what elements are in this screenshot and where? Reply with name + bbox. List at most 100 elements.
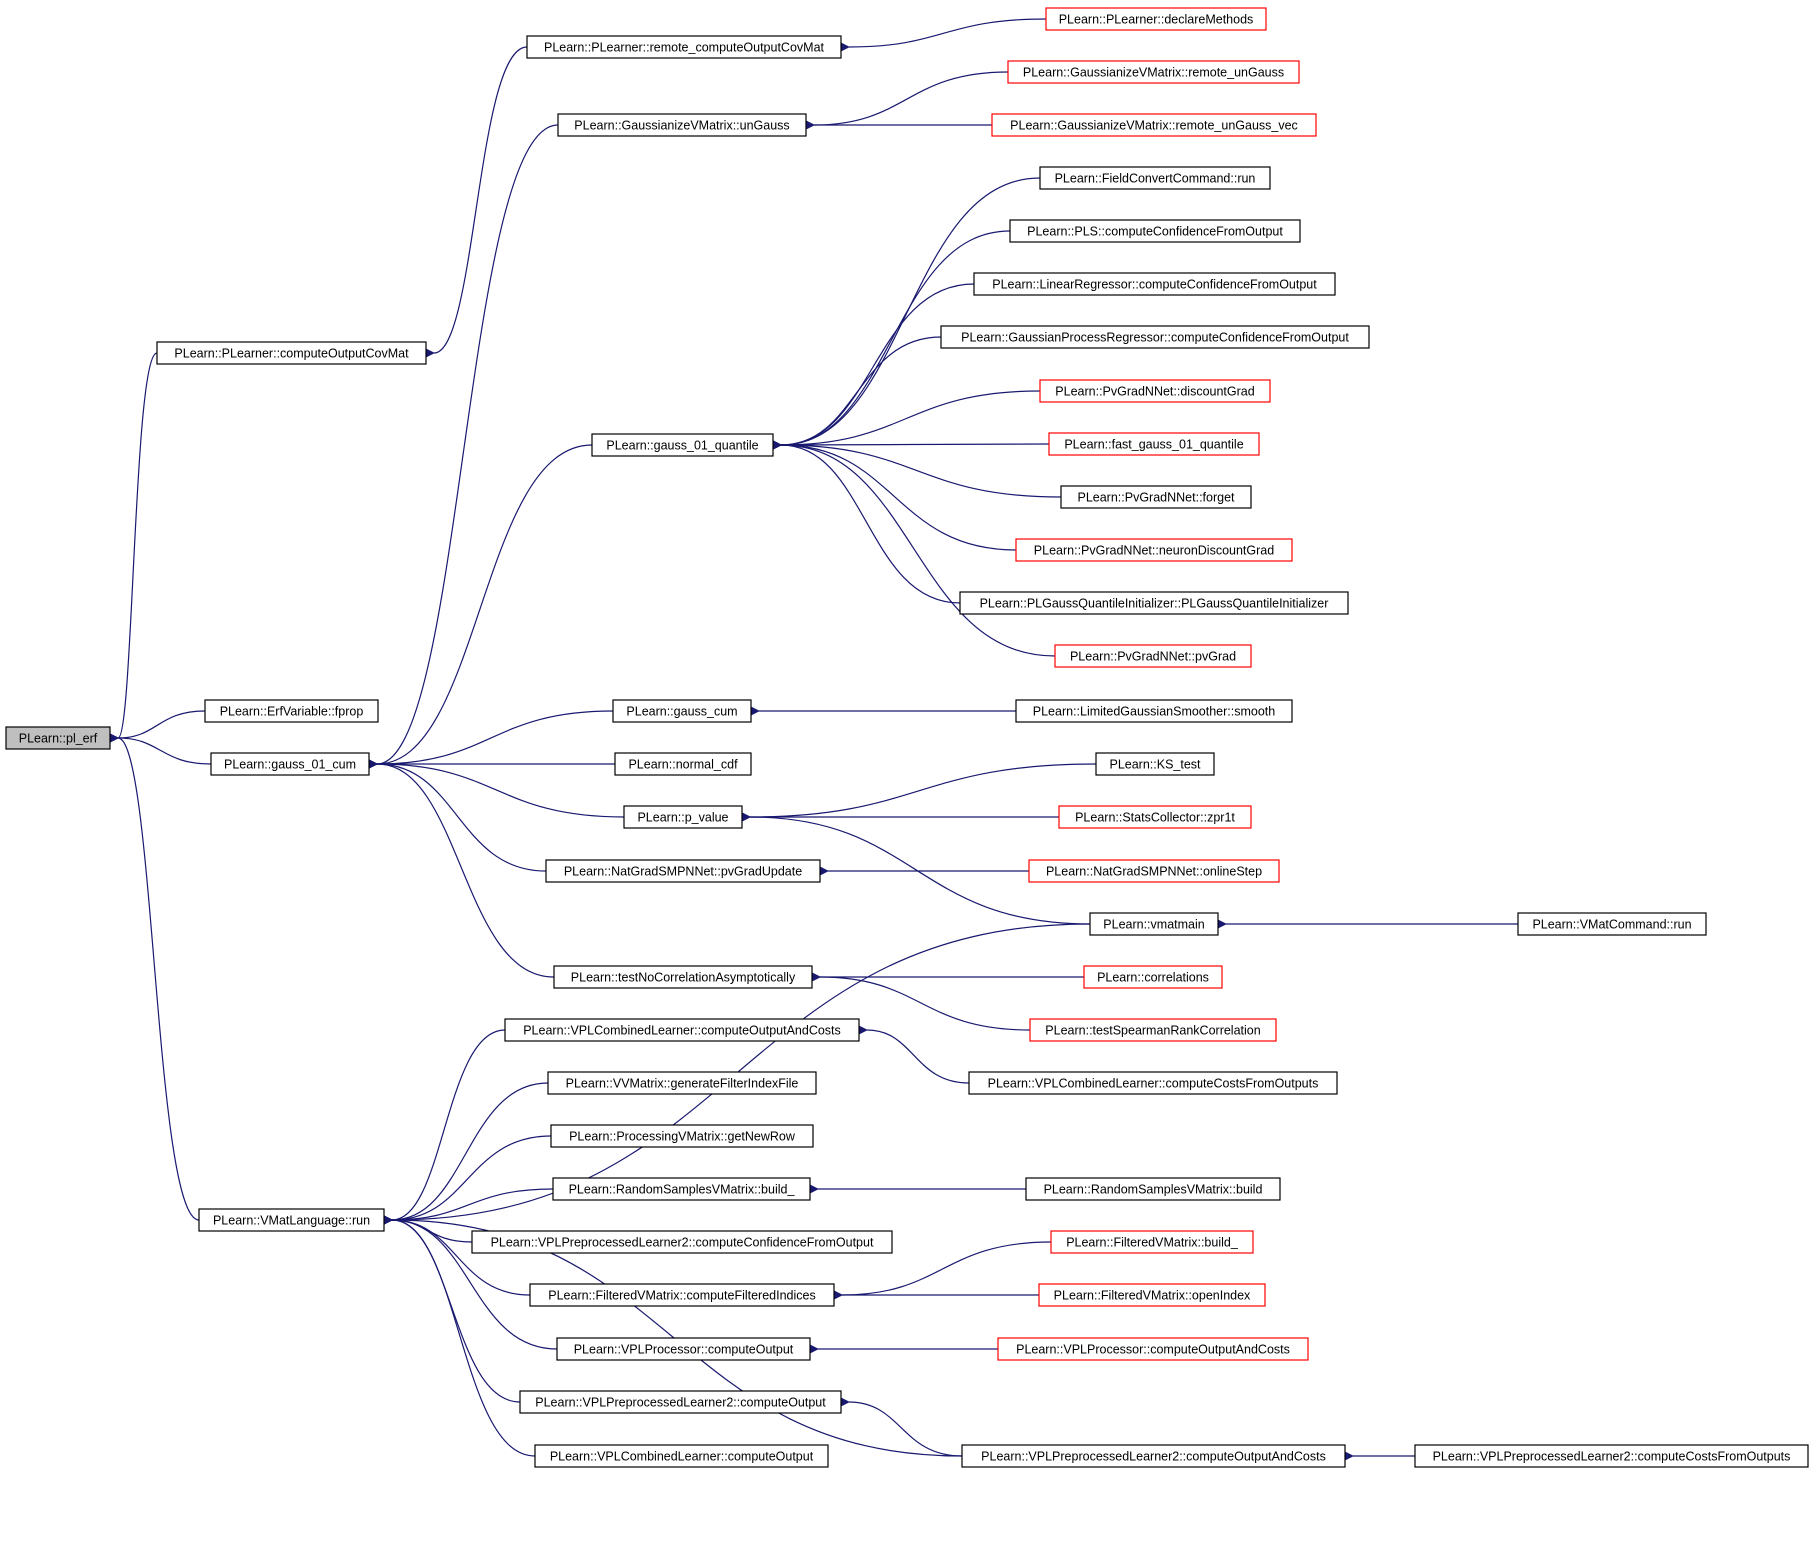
node-box[interactable] bbox=[591, 433, 774, 457]
node-box[interactable] bbox=[204, 699, 379, 723]
node-VPLP_co[interactable]: PLearn::VPLProcessor::computeOutput bbox=[556, 1337, 811, 1361]
node-VPLCL_coac[interactable]: PLearn::VPLCombinedLearner::computeOutpu… bbox=[504, 1018, 860, 1042]
node-VPLPL2_co[interactable]: PLearn::VPLPreprocessedLearner2::compute… bbox=[519, 1390, 842, 1414]
node-box[interactable] bbox=[1009, 219, 1301, 243]
node-box[interactable] bbox=[471, 1230, 893, 1254]
node-PVM_getNewRow[interactable]: PLearn::ProcessingVMatrix::getNewRow bbox=[550, 1124, 814, 1148]
node-PvGradNNet_forget[interactable]: PLearn::PvGradNNet::forget bbox=[1060, 485, 1252, 509]
node-declareMethods[interactable]: PLearn::PLearner::declareMethods bbox=[1045, 7, 1267, 31]
node-fast_gauss_01_quantile[interactable]: PLearn::fast_gauss_01_quantile bbox=[1048, 432, 1260, 456]
node-computeOutputCovMat[interactable]: PLearn::PLearner::computeOutputCovMat bbox=[156, 341, 427, 365]
node-box[interactable] bbox=[547, 1071, 817, 1095]
node-discountGrad[interactable]: PLearn::PvGradNNet::discountGrad bbox=[1039, 379, 1271, 403]
node-box[interactable] bbox=[1015, 699, 1293, 723]
node-box[interactable] bbox=[1517, 912, 1707, 936]
node-pvGradUpdate[interactable]: PLearn::NatGradSMPNNet::pvGradUpdate bbox=[545, 859, 821, 883]
node-testNoCorr[interactable]: PLearn::testNoCorrelationAsymptotically bbox=[553, 965, 813, 989]
node-RSVM_build_[interactable]: PLearn::RandomSamplesVMatrix::build_ bbox=[552, 1177, 811, 1201]
node-box[interactable] bbox=[973, 272, 1336, 296]
node-FVM_build_[interactable]: PLearn::FilteredVMatrix::build_ bbox=[1050, 1230, 1254, 1254]
node-normal_cdf[interactable]: PLearn::normal_cdf bbox=[614, 752, 752, 776]
node-box[interactable] bbox=[1095, 752, 1215, 776]
node-box[interactable] bbox=[1054, 644, 1252, 668]
node-box[interactable] bbox=[1048, 432, 1260, 456]
node-box[interactable] bbox=[1060, 485, 1252, 509]
node-pvGrad[interactable]: PLearn::PvGradNNet::pvGrad bbox=[1054, 644, 1252, 668]
node-VMatCommand_run[interactable]: PLearn::VMatCommand::run bbox=[1517, 912, 1707, 936]
node-pl_erf[interactable]: PLearn::pl_erf bbox=[5, 726, 111, 750]
node-box[interactable] bbox=[1050, 1230, 1254, 1254]
node-box[interactable] bbox=[1089, 912, 1219, 936]
node-box[interactable] bbox=[991, 113, 1317, 137]
node-box[interactable] bbox=[534, 1444, 829, 1468]
node-box[interactable] bbox=[959, 591, 1349, 615]
node-VPLPL2_coac[interactable]: PLearn::VPLPreprocessedLearner2::compute… bbox=[961, 1444, 1346, 1468]
node-correlations[interactable]: PLearn::correlations bbox=[1083, 965, 1223, 989]
node-box[interactable] bbox=[552, 1177, 811, 1201]
node-remote_unGauss[interactable]: PLearn::GaussianizeVMatrix::remote_unGau… bbox=[1007, 60, 1300, 84]
node-LGS_smooth[interactable]: PLearn::LimitedGaussianSmoother::smooth bbox=[1015, 699, 1293, 723]
node-box[interactable] bbox=[556, 1337, 811, 1361]
node-VMatLanguage_run[interactable]: PLearn::VMatLanguage::run bbox=[198, 1208, 385, 1232]
node-ErfVariable_fprop[interactable]: PLearn::ErfVariable::fprop bbox=[204, 699, 379, 723]
node-PLS_ccfo[interactable]: PLearn::PLS::computeConfidenceFromOutput bbox=[1009, 219, 1301, 243]
node-box[interactable] bbox=[1038, 1283, 1266, 1307]
node-FVM_cfi[interactable]: PLearn::FilteredVMatrix::computeFiltered… bbox=[529, 1283, 835, 1307]
node-GPR_ccfo[interactable]: PLearn::GaussianProcessRegressor::comput… bbox=[940, 325, 1370, 349]
node-VPLP_coac[interactable]: PLearn::VPLProcessor::computeOutputAndCo… bbox=[997, 1337, 1309, 1361]
node-box[interactable] bbox=[210, 752, 370, 776]
node-box[interactable] bbox=[156, 341, 427, 365]
node-unGauss[interactable]: PLearn::GaussianizeVMatrix::unGauss bbox=[557, 113, 807, 137]
node-remote_unGauss_vec[interactable]: PLearn::GaussianizeVMatrix::remote_unGau… bbox=[991, 113, 1317, 137]
node-PLGQI[interactable]: PLearn::PLGaussQuantileInitializer::PLGa… bbox=[959, 591, 1349, 615]
node-box[interactable] bbox=[550, 1124, 814, 1148]
node-box[interactable] bbox=[557, 113, 807, 137]
node-box[interactable] bbox=[526, 35, 842, 59]
node-box[interactable] bbox=[504, 1018, 860, 1042]
node-gauss_cum[interactable]: PLearn::gauss_cum bbox=[612, 699, 752, 723]
node-box[interactable] bbox=[961, 1444, 1346, 1468]
node-VPLCL_ccfo[interactable]: PLearn::VPLCombinedLearner::computeCosts… bbox=[968, 1071, 1338, 1095]
node-box[interactable] bbox=[1414, 1444, 1809, 1468]
node-box[interactable] bbox=[1007, 60, 1300, 84]
node-box[interactable] bbox=[5, 726, 111, 750]
node-p_value[interactable]: PLearn::p_value bbox=[623, 805, 743, 829]
node-remote_computeOutputCovMat[interactable]: PLearn::PLearner::remote_computeOutputCo… bbox=[526, 35, 842, 59]
node-testSpearman[interactable]: PLearn::testSpearmanRankCorrelation bbox=[1029, 1018, 1277, 1042]
node-VVMatrix_gfif[interactable]: PLearn::VVMatrix::generateFilterIndexFil… bbox=[547, 1071, 817, 1095]
node-RSVM_build[interactable]: PLearn::RandomSamplesVMatrix::build bbox=[1025, 1177, 1281, 1201]
node-box[interactable] bbox=[1058, 805, 1252, 829]
node-box[interactable] bbox=[519, 1390, 842, 1414]
node-LinearRegressor_ccfo[interactable]: PLearn::LinearRegressor::computeConfiden… bbox=[973, 272, 1336, 296]
node-KS_test[interactable]: PLearn::KS_test bbox=[1095, 752, 1215, 776]
node-box[interactable] bbox=[997, 1337, 1309, 1361]
node-box[interactable] bbox=[612, 699, 752, 723]
node-VPLCL_co[interactable]: PLearn::VPLCombinedLearner::computeOutpu… bbox=[534, 1444, 829, 1468]
node-box[interactable] bbox=[940, 325, 1370, 349]
node-VPLPL2_ccfo[interactable]: PLearn::VPLPreprocessedLearner2::compute… bbox=[471, 1230, 893, 1254]
node-gauss_01_quantile[interactable]: PLearn::gauss_01_quantile bbox=[591, 433, 774, 457]
node-box[interactable] bbox=[1015, 538, 1293, 562]
node-box[interactable] bbox=[553, 965, 813, 989]
node-box[interactable] bbox=[968, 1071, 1338, 1095]
node-zpr1t[interactable]: PLearn::StatsCollector::zpr1t bbox=[1058, 805, 1252, 829]
node-box[interactable] bbox=[1045, 7, 1267, 31]
node-box[interactable] bbox=[1028, 859, 1280, 883]
node-FieldConvertCommand_run[interactable]: PLearn::FieldConvertCommand::run bbox=[1039, 166, 1271, 190]
node-vmatmain[interactable]: PLearn::vmatmain bbox=[1089, 912, 1219, 936]
node-box[interactable] bbox=[545, 859, 821, 883]
node-box[interactable] bbox=[1029, 1018, 1277, 1042]
node-box[interactable] bbox=[1039, 166, 1271, 190]
node-box[interactable] bbox=[1025, 1177, 1281, 1201]
node-VPLPL2_ccfos[interactable]: PLearn::VPLPreprocessedLearner2::compute… bbox=[1414, 1444, 1809, 1468]
node-box[interactable] bbox=[1039, 379, 1271, 403]
node-box[interactable] bbox=[623, 805, 743, 829]
node-neuronDiscountGrad[interactable]: PLearn::PvGradNNet::neuronDiscountGrad bbox=[1015, 538, 1293, 562]
node-box[interactable] bbox=[614, 752, 752, 776]
node-box[interactable] bbox=[198, 1208, 385, 1232]
node-box[interactable] bbox=[1083, 965, 1223, 989]
node-onlineStep[interactable]: PLearn::NatGradSMPNNet::onlineStep bbox=[1028, 859, 1280, 883]
node-FVM_openIndex[interactable]: PLearn::FilteredVMatrix::openIndex bbox=[1038, 1283, 1266, 1307]
node-gauss_01_cum[interactable]: PLearn::gauss_01_cum bbox=[210, 752, 370, 776]
node-box[interactable] bbox=[529, 1283, 835, 1307]
